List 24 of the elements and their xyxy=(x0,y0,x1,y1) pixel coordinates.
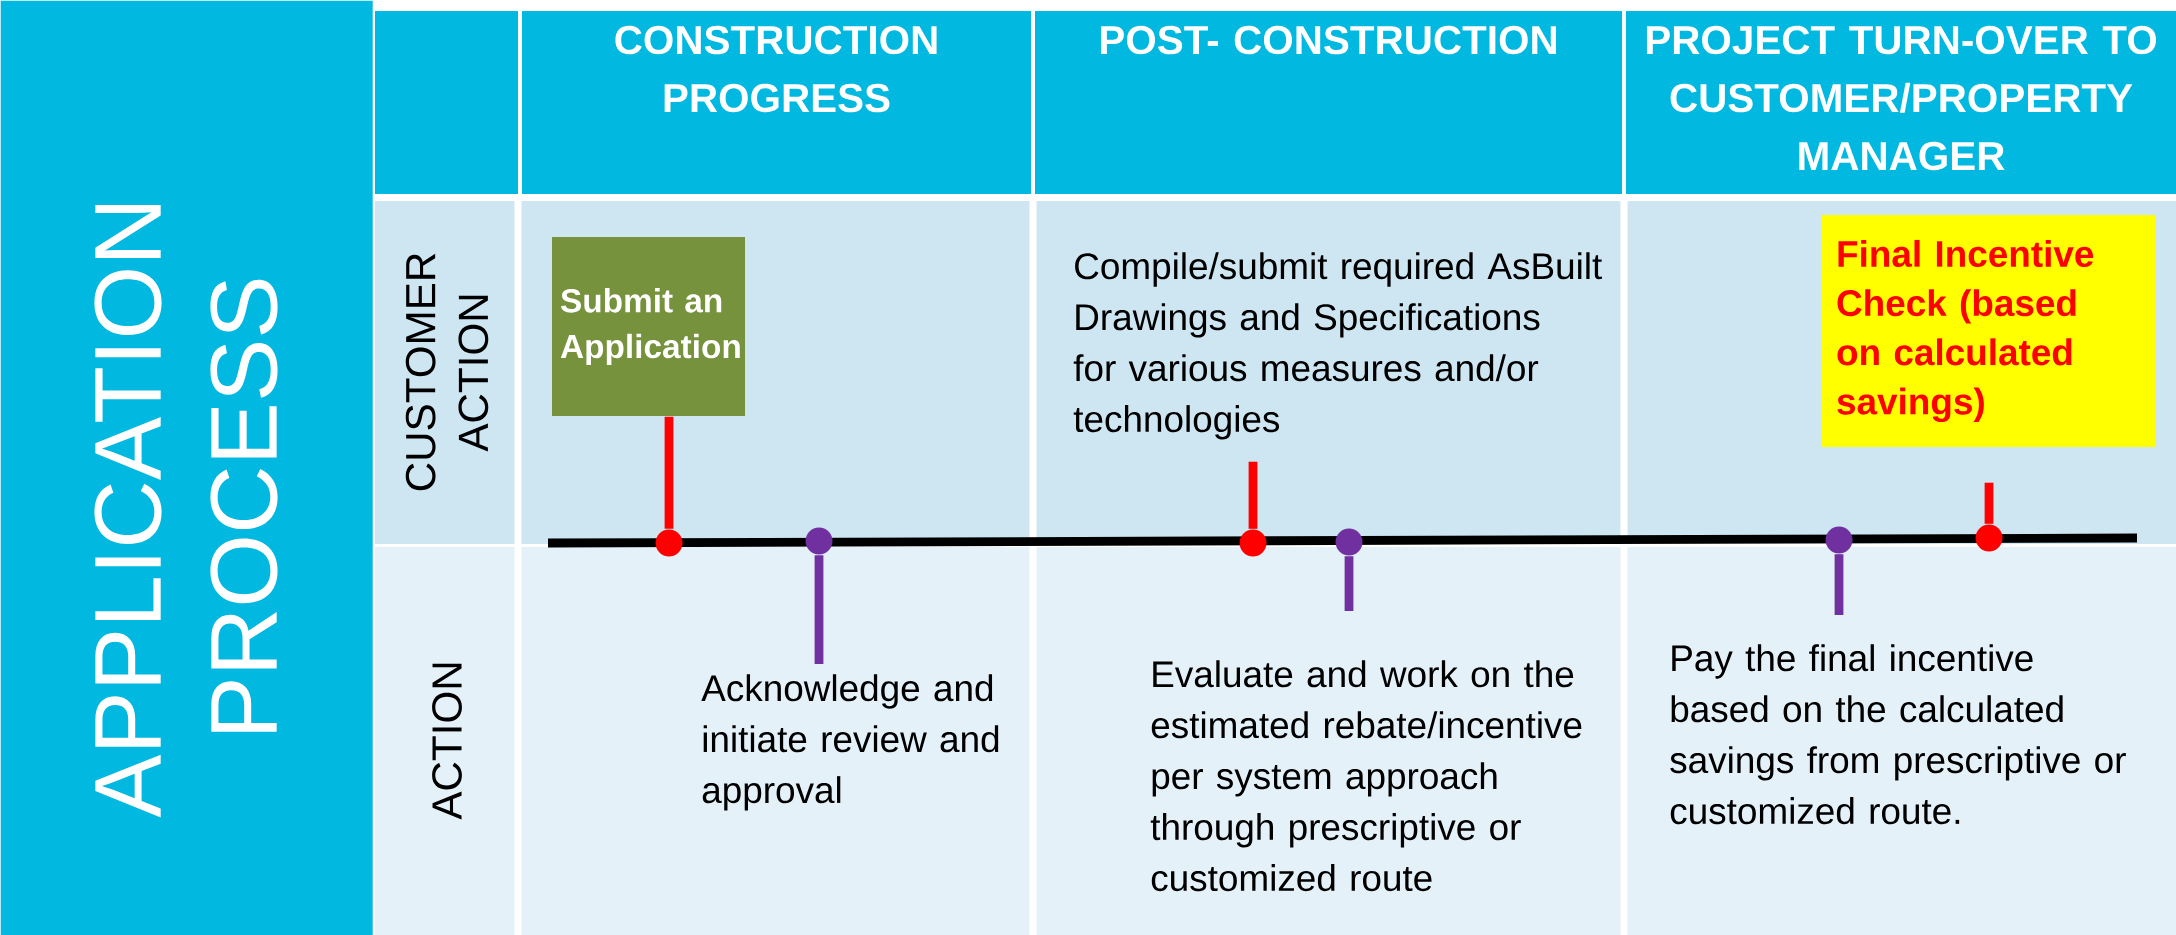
column-header: POST- CONSTRUCTION xyxy=(1035,11,1622,194)
title-band: APPLICATION PROCESS xyxy=(0,0,373,935)
leader-line xyxy=(664,416,674,529)
leader-line xyxy=(1834,554,1844,615)
leader-line xyxy=(814,555,824,664)
process-box: Final Incentive Check (based on calculated savings) xyxy=(1821,215,2156,447)
timeline-dot xyxy=(1335,528,1363,556)
step-text: Acknowledge and initiate review and approval xyxy=(701,674,999,811)
step-text: Compile/submit required AsBuilt Drawings and Specifications for various measures and/or technologies xyxy=(1073,252,1602,440)
step-text: Pay the final incentive based on the calculated savings from prescriptive or customized route. xyxy=(1670,644,2126,825)
column-header: PROJECT TURN-OVER TO CUSTOMER/PROPERTY MANAGER xyxy=(1626,11,2176,194)
column-header: CONSTRUCTION PROGRESS xyxy=(522,11,1031,194)
row-label: ACTION xyxy=(432,663,462,820)
step-text: Evaluate and work on the estimated rebate/incentive per system approach through prescriptive or customized route xyxy=(1150,660,1582,892)
timeline-dot xyxy=(805,527,833,555)
timeline-dot xyxy=(655,529,683,557)
timeline-dot xyxy=(1825,526,1853,554)
timeline-dot xyxy=(1239,529,1267,557)
row-label: CUSTOMER ACTION xyxy=(405,253,489,491)
process-box: Submit an Application xyxy=(552,237,745,416)
timeline-dot xyxy=(1975,524,2003,552)
leader-line xyxy=(1344,556,1354,611)
leader-line xyxy=(1248,461,1258,529)
leader-line xyxy=(1984,482,1994,524)
